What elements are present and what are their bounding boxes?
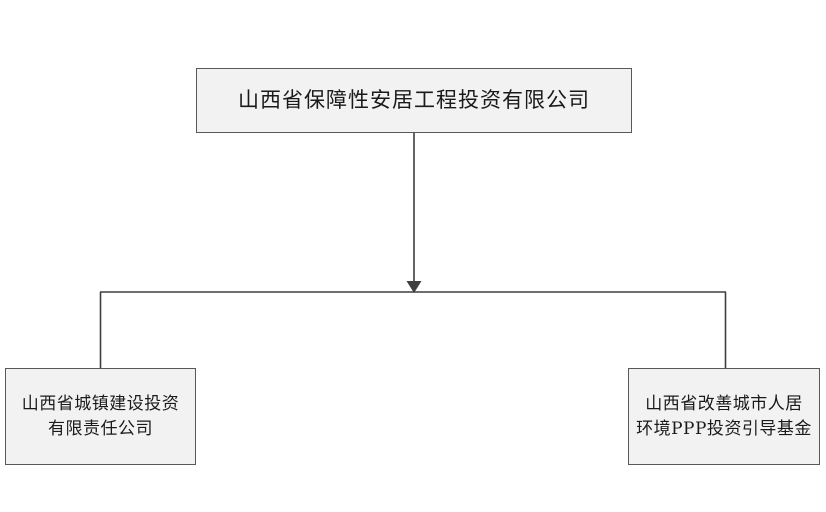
org-node-left-subsidiary-label: 山西省城镇建设投资 有限责任公司 xyxy=(21,393,180,439)
org-node-root-label: 山西省保障性安居工程投资有限公司 xyxy=(238,88,590,113)
arrowhead-down-icon xyxy=(406,281,422,293)
org-node-left-subsidiary[interactable]: 山西省城镇建设投资 有限责任公司 xyxy=(5,368,196,465)
org-node-right-subsidiary[interactable]: 山西省改善城市人居 环境PPP投资引导基金 xyxy=(628,368,820,465)
org-node-root[interactable]: 山西省保障性安居工程投资有限公司 xyxy=(196,68,632,133)
org-node-right-subsidiary-label: 山西省改善城市人居 环境PPP投资引导基金 xyxy=(636,393,812,439)
